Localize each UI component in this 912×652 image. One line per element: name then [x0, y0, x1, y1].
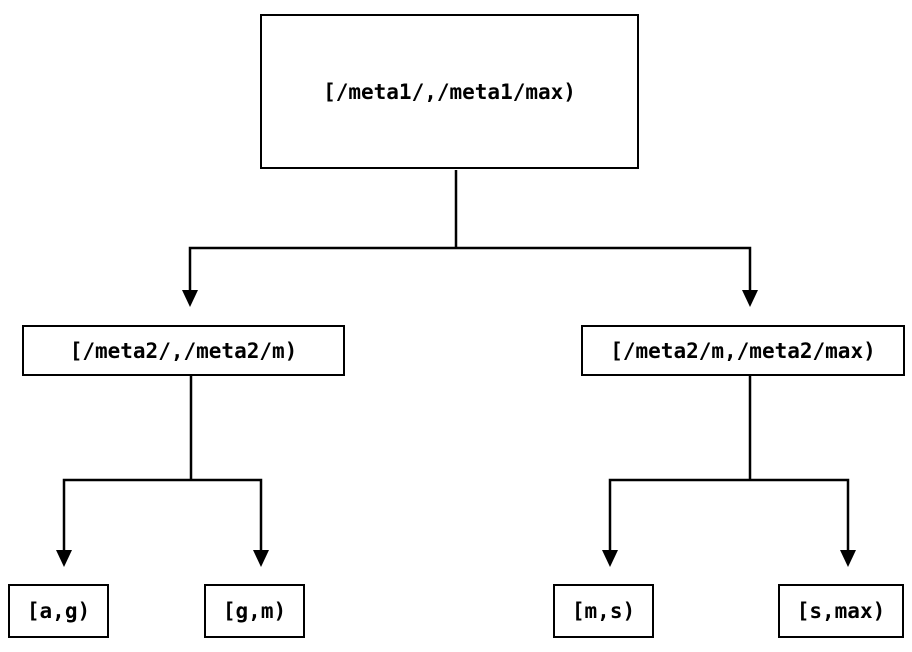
arrowhead-to-leaf-smax [840, 550, 856, 567]
node-leaf-smax: [s,max) [778, 584, 904, 638]
node-leaf-gm: [g,m) [204, 584, 305, 638]
edge-root-split [188, 246, 752, 291]
arrowhead-to-leaf-gm [253, 550, 269, 567]
arrowhead-to-leaf-ag [56, 550, 72, 567]
edge-left-split [62, 478, 263, 551]
arrowhead-to-left-node [182, 290, 198, 307]
node-left-range: [/meta2/,/meta2/m) [22, 325, 345, 376]
node-leaf-ag: [a,g) [8, 584, 109, 638]
node-leaf-ms: [m,s) [553, 584, 654, 638]
node-right-range: [/meta2/m,/meta2/max) [581, 325, 905, 376]
node-root-range: [/meta1/,/meta1/max) [260, 14, 639, 169]
arrowhead-to-leaf-ms [602, 550, 618, 567]
edge-right-split [608, 478, 850, 551]
arrowhead-to-right-node [742, 290, 758, 307]
